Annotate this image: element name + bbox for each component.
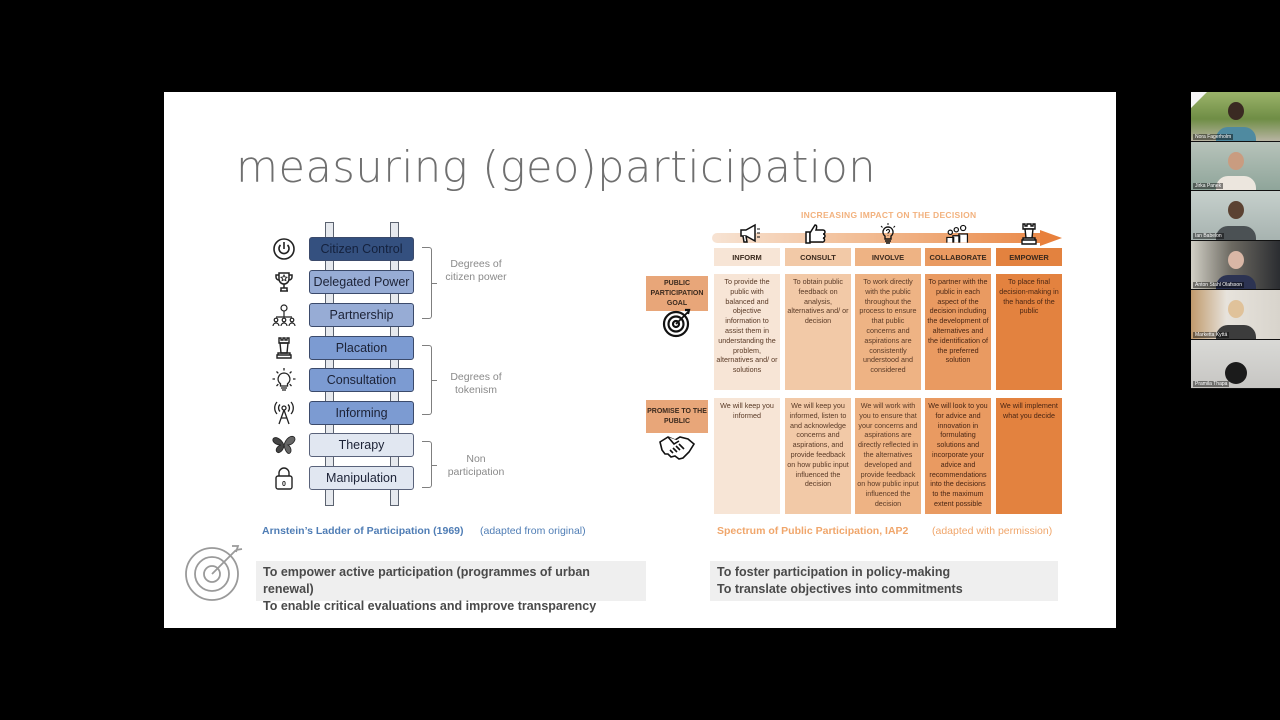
group-icon: [944, 223, 972, 245]
group-label: Degrees of citizen power: [445, 258, 507, 283]
table-cell: We will work with you to ensure that you…: [855, 398, 921, 514]
participant-name: Anton Stahl Olafsson: [1193, 282, 1244, 288]
participant-tile[interactable]: Anton Stahl Olafsson: [1191, 240, 1280, 290]
participant-body: [1215, 126, 1256, 141]
participant-tile[interactable]: Pramila Thapa: [1191, 339, 1280, 389]
ladder-rail-left: [325, 222, 334, 506]
participant-avatar: [1227, 250, 1244, 269]
presentation-slide: measuring (geo)participation Citizen Con…: [164, 92, 1116, 628]
handshake-icon: [658, 432, 696, 462]
participant-avatar: [1227, 201, 1244, 219]
ladder-rung: Manipulation: [309, 466, 414, 490]
participant-name: Nora Fagerholm: [1193, 133, 1234, 140]
participant-name: Ian Babelon: [1193, 232, 1224, 239]
table-cell: To provide the public with balanced and …: [714, 274, 780, 390]
participant-avatar: [1227, 102, 1244, 120]
university-logo: [1191, 92, 1207, 108]
participant-tile[interactable]: Jirka Panek: [1191, 141, 1280, 191]
column-header-empower: EMPOWER: [996, 248, 1062, 266]
group-bracket: [422, 247, 437, 319]
ladder-caption: Arnstein’s Ladder of Participation (1969…: [262, 525, 464, 537]
participant-body: [1215, 324, 1256, 339]
column-header-consult: CONSULT: [785, 248, 851, 266]
table-cell: To obtain public feedback on analysis, a…: [785, 274, 851, 390]
goal-line: To translate objectives into commitments: [717, 582, 963, 596]
thumbs-up-icon: [802, 223, 830, 245]
participant-body: [1215, 176, 1256, 190]
chess-rook-icon: [270, 334, 298, 362]
butterfly-icon: [270, 431, 298, 459]
slide-title: measuring (geo)participation: [236, 142, 877, 193]
network-people-icon: [270, 301, 298, 329]
participant-avatar: [1227, 151, 1244, 170]
participant-tile[interactable]: Ian Babelon: [1191, 191, 1280, 241]
ladder-rung: Placation: [309, 336, 414, 360]
table-cell: We will look to you for advice and innov…: [925, 398, 991, 514]
ladder-rail-right: [390, 222, 399, 506]
target-icon: [661, 308, 693, 338]
lightbulb-icon: [270, 366, 298, 394]
participant-name: Marketta Kyttä: [1193, 331, 1230, 338]
column-header-involve: INVOLVE: [855, 248, 921, 266]
table-cell: To partner with the public in each aspec…: [925, 274, 991, 390]
participant-name: Jirka Panek: [1193, 183, 1224, 189]
spectrum-caption: Spectrum of Public Participation, IAP2: [717, 525, 909, 537]
ladder-caption-note: (adapted from original): [480, 525, 586, 537]
participant-video-panel: Nora Fagerholm Jirka Panek Ian Babelon A…: [1191, 92, 1280, 390]
ladder-goals: To empower active participation (program…: [256, 561, 646, 613]
ladder-rung: Delegated Power: [309, 270, 414, 294]
impact-arrow-head: [1040, 230, 1062, 246]
column-header-inform: INFORM: [714, 248, 780, 266]
column-header-collaborate: COLLABORATE: [925, 248, 991, 266]
table-cell: To work directly with the public through…: [855, 274, 921, 390]
padlock-icon: 0: [270, 464, 298, 492]
group-bracket: [422, 441, 437, 488]
svg-text:0: 0: [282, 481, 286, 488]
trophy-icon: [270, 268, 298, 296]
group-label: Non participation: [447, 453, 505, 478]
ladder-rung: Citizen Control: [309, 237, 414, 261]
goal-line: To empower active participation (program…: [263, 565, 590, 596]
ladder-rung: Informing: [309, 401, 414, 425]
spectrum-goals: To foster participation in policy-making…: [710, 561, 1058, 601]
row-label-promise: PROMISE TO THE PUBLIC: [646, 400, 708, 433]
participant-tile[interactable]: Nora Fagerholm: [1191, 92, 1280, 142]
spectrum-heading: INCREASING IMPACT ON THE DECISION: [801, 210, 977, 220]
goal-line: To foster participation in policy-making: [717, 565, 951, 579]
table-cell: We will keep you informed, listen to and…: [785, 398, 851, 514]
group-bracket: [422, 345, 437, 415]
impact-arrow: [712, 233, 1042, 243]
participant-body: [1215, 275, 1256, 289]
participant-body: [1215, 225, 1256, 240]
antenna-icon: [270, 399, 298, 427]
table-cell: We will implement what you decide: [996, 398, 1062, 514]
table-cell: To place final decision-making in the ha…: [996, 274, 1062, 390]
spectrum-caption-note: (adapted with permission): [932, 525, 1053, 537]
row-label-goal: PUBLIC PARTICIPATION GOAL: [646, 276, 708, 311]
power-icon: [270, 235, 298, 263]
participant-tile[interactable]: Marketta Kyttä: [1191, 290, 1280, 340]
table-cell: We will keep you informed: [714, 398, 780, 514]
lightbulb-question-icon: [874, 223, 902, 245]
target-icon: [184, 540, 244, 602]
participant-avatar: [1227, 300, 1244, 318]
ladder-rung: Consultation: [309, 368, 414, 392]
chess-rook-icon: [1015, 223, 1043, 245]
participant-name: Pramila Thapa: [1193, 381, 1230, 387]
megaphone-icon: [736, 223, 764, 245]
ladder-rung: Therapy: [309, 433, 414, 457]
participant-avatar: [1224, 361, 1247, 384]
group-label: Degrees of tokenism: [450, 371, 502, 396]
ladder-rung: Partnership: [309, 303, 414, 327]
goal-line: To enable critical evaluations and impro…: [263, 599, 597, 613]
